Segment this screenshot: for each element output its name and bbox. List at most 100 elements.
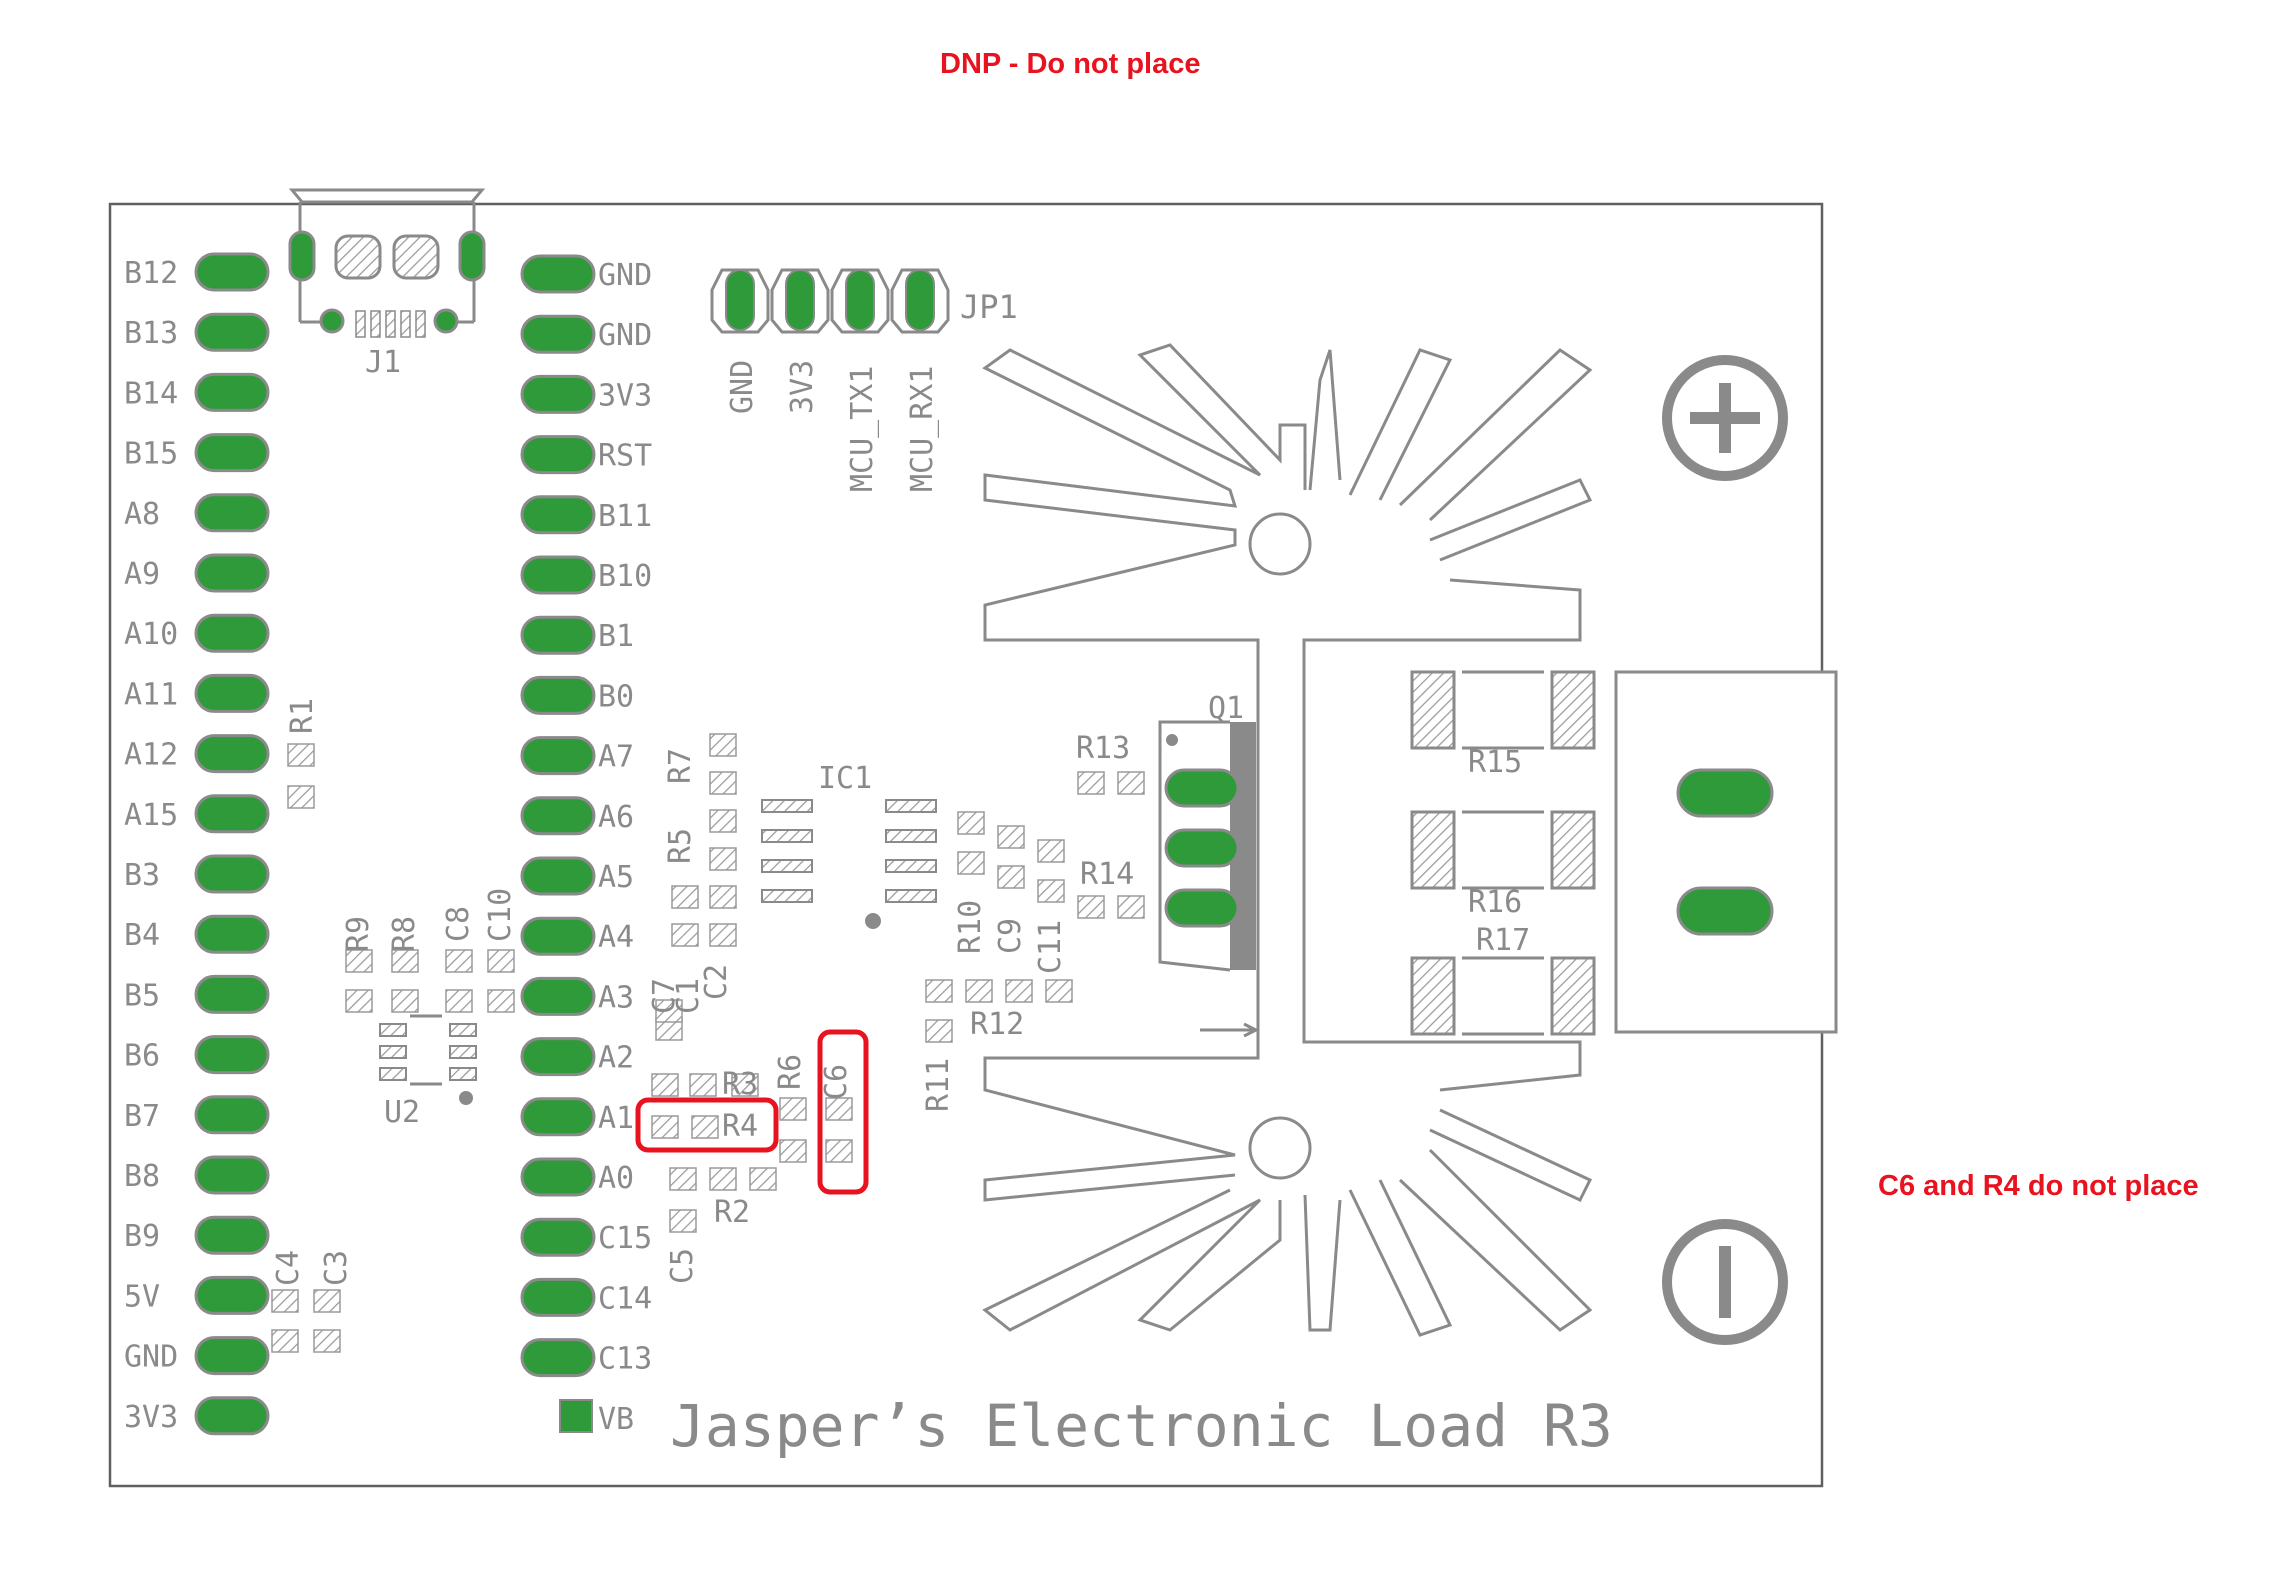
label-r15: R15 [1468,745,1522,780]
label-ic1: IC1 [818,761,872,796]
left-header-pad [194,1095,270,1135]
left-header-pad [194,673,270,713]
smd-pad [925,1019,953,1043]
left-header-label: A15 [124,798,178,833]
left-header-label: 5V [124,1279,160,1314]
left-header-label: B15 [124,437,178,472]
board-outline [108,202,1824,1488]
smd-pad [709,847,737,871]
label-c10: C10 [483,888,518,942]
smd-pad [689,1073,717,1097]
heatsink-outline [982,343,1593,1337]
left-header-label: B3 [124,858,160,893]
label-c7: C7 [647,978,682,1014]
left-header-label: A12 [124,738,178,773]
smd-pad [445,989,473,1013]
right-header-pad [520,495,596,535]
label-c4: C4 [271,1250,306,1286]
right-header-label: C15 [598,1221,652,1256]
left-header-pad [194,553,270,593]
smd-pad [487,989,515,1013]
left-pin-header: B12B13B14B15A8A9A10A11A12A15B3B4B5B6B7B8… [124,252,270,1436]
label-c8: C8 [441,906,476,942]
left-header-pad [194,493,270,533]
label-r8: R8 [387,916,422,952]
left-header-pad [194,1396,270,1436]
right-header-label: A6 [598,800,634,835]
smd-pad [965,979,993,1003]
smd-pad [313,1329,341,1353]
smd-pad [669,1209,697,1233]
dnp-highlight-c6 [817,1029,869,1195]
right-header-label: RST [598,439,652,474]
smd-pad [655,999,683,1023]
smd-pad [749,1167,777,1191]
right-header-label: GND [598,318,652,353]
right-header-pad [520,1277,596,1317]
left-header-pad [194,794,270,834]
jp1-outline [710,268,770,334]
label-r10: R10 [953,900,988,954]
label-r9: R9 [341,916,376,952]
smd-pad [709,1167,737,1191]
smd-pad [825,1097,853,1121]
right-header-pad [520,1217,596,1257]
right-header-pad [520,555,596,595]
smd-pad [1037,839,1065,863]
left-header-pad [194,1035,270,1075]
smd-pad [671,923,699,947]
smd-pad [1037,879,1065,903]
smd-pad [1045,979,1073,1003]
left-header-pad [194,914,270,954]
left-header-label: B9 [124,1219,160,1254]
label-r17: R17 [1476,923,1530,958]
right-header-pad [520,1157,596,1197]
label-r5: R5 [663,828,698,864]
label-r12: R12 [970,1007,1024,1042]
left-header-label: B13 [124,316,178,351]
smd-pad [271,1329,299,1353]
smd-pad [1117,895,1145,919]
left-header-pad [194,613,270,653]
jp1-pin-label: GND [725,360,760,414]
label-c1: C1 [671,978,706,1014]
smd-pad [779,1097,807,1121]
plus-sign-icon [1662,355,1788,481]
jp1-outline [830,268,890,334]
smd-pad [669,1167,697,1191]
label-c6: C6 [819,1064,854,1100]
smd-pad [287,743,315,767]
right-header-label: A0 [598,1161,634,1196]
right-header-label: GND [598,258,652,293]
smd-pad [709,771,737,795]
smd-pad [1117,771,1145,795]
label-c2: C2 [699,964,734,1000]
smd-pad [779,1139,807,1163]
smd-pad [957,811,985,835]
label-r3: R3 [722,1067,758,1102]
smd-pad [825,1139,853,1163]
left-header-pad [194,433,270,473]
smd-pad [997,825,1025,849]
power-resistors [1410,670,1596,1036]
label-r13: R13 [1076,731,1130,766]
smd-pad [691,1115,719,1139]
left-header-pad [194,372,270,412]
right-header-label: B10 [598,559,652,594]
label-r1: R1 [285,698,320,734]
vb-pad [559,1399,593,1433]
label-r14: R14 [1080,857,1134,892]
label-c3: C3 [319,1250,354,1286]
ic1-chip [761,799,937,929]
smd-pad [651,1073,679,1097]
label-c9: C9 [993,918,1028,954]
left-header-label: B14 [124,376,178,411]
label-r2: R2 [714,1195,750,1230]
left-header-label: B4 [124,918,160,953]
jp1-pad [785,269,815,331]
smd-pad [1005,979,1033,1003]
right-header-pad [520,314,596,354]
smd-pad [345,989,373,1013]
right-header-label: A7 [598,740,634,775]
